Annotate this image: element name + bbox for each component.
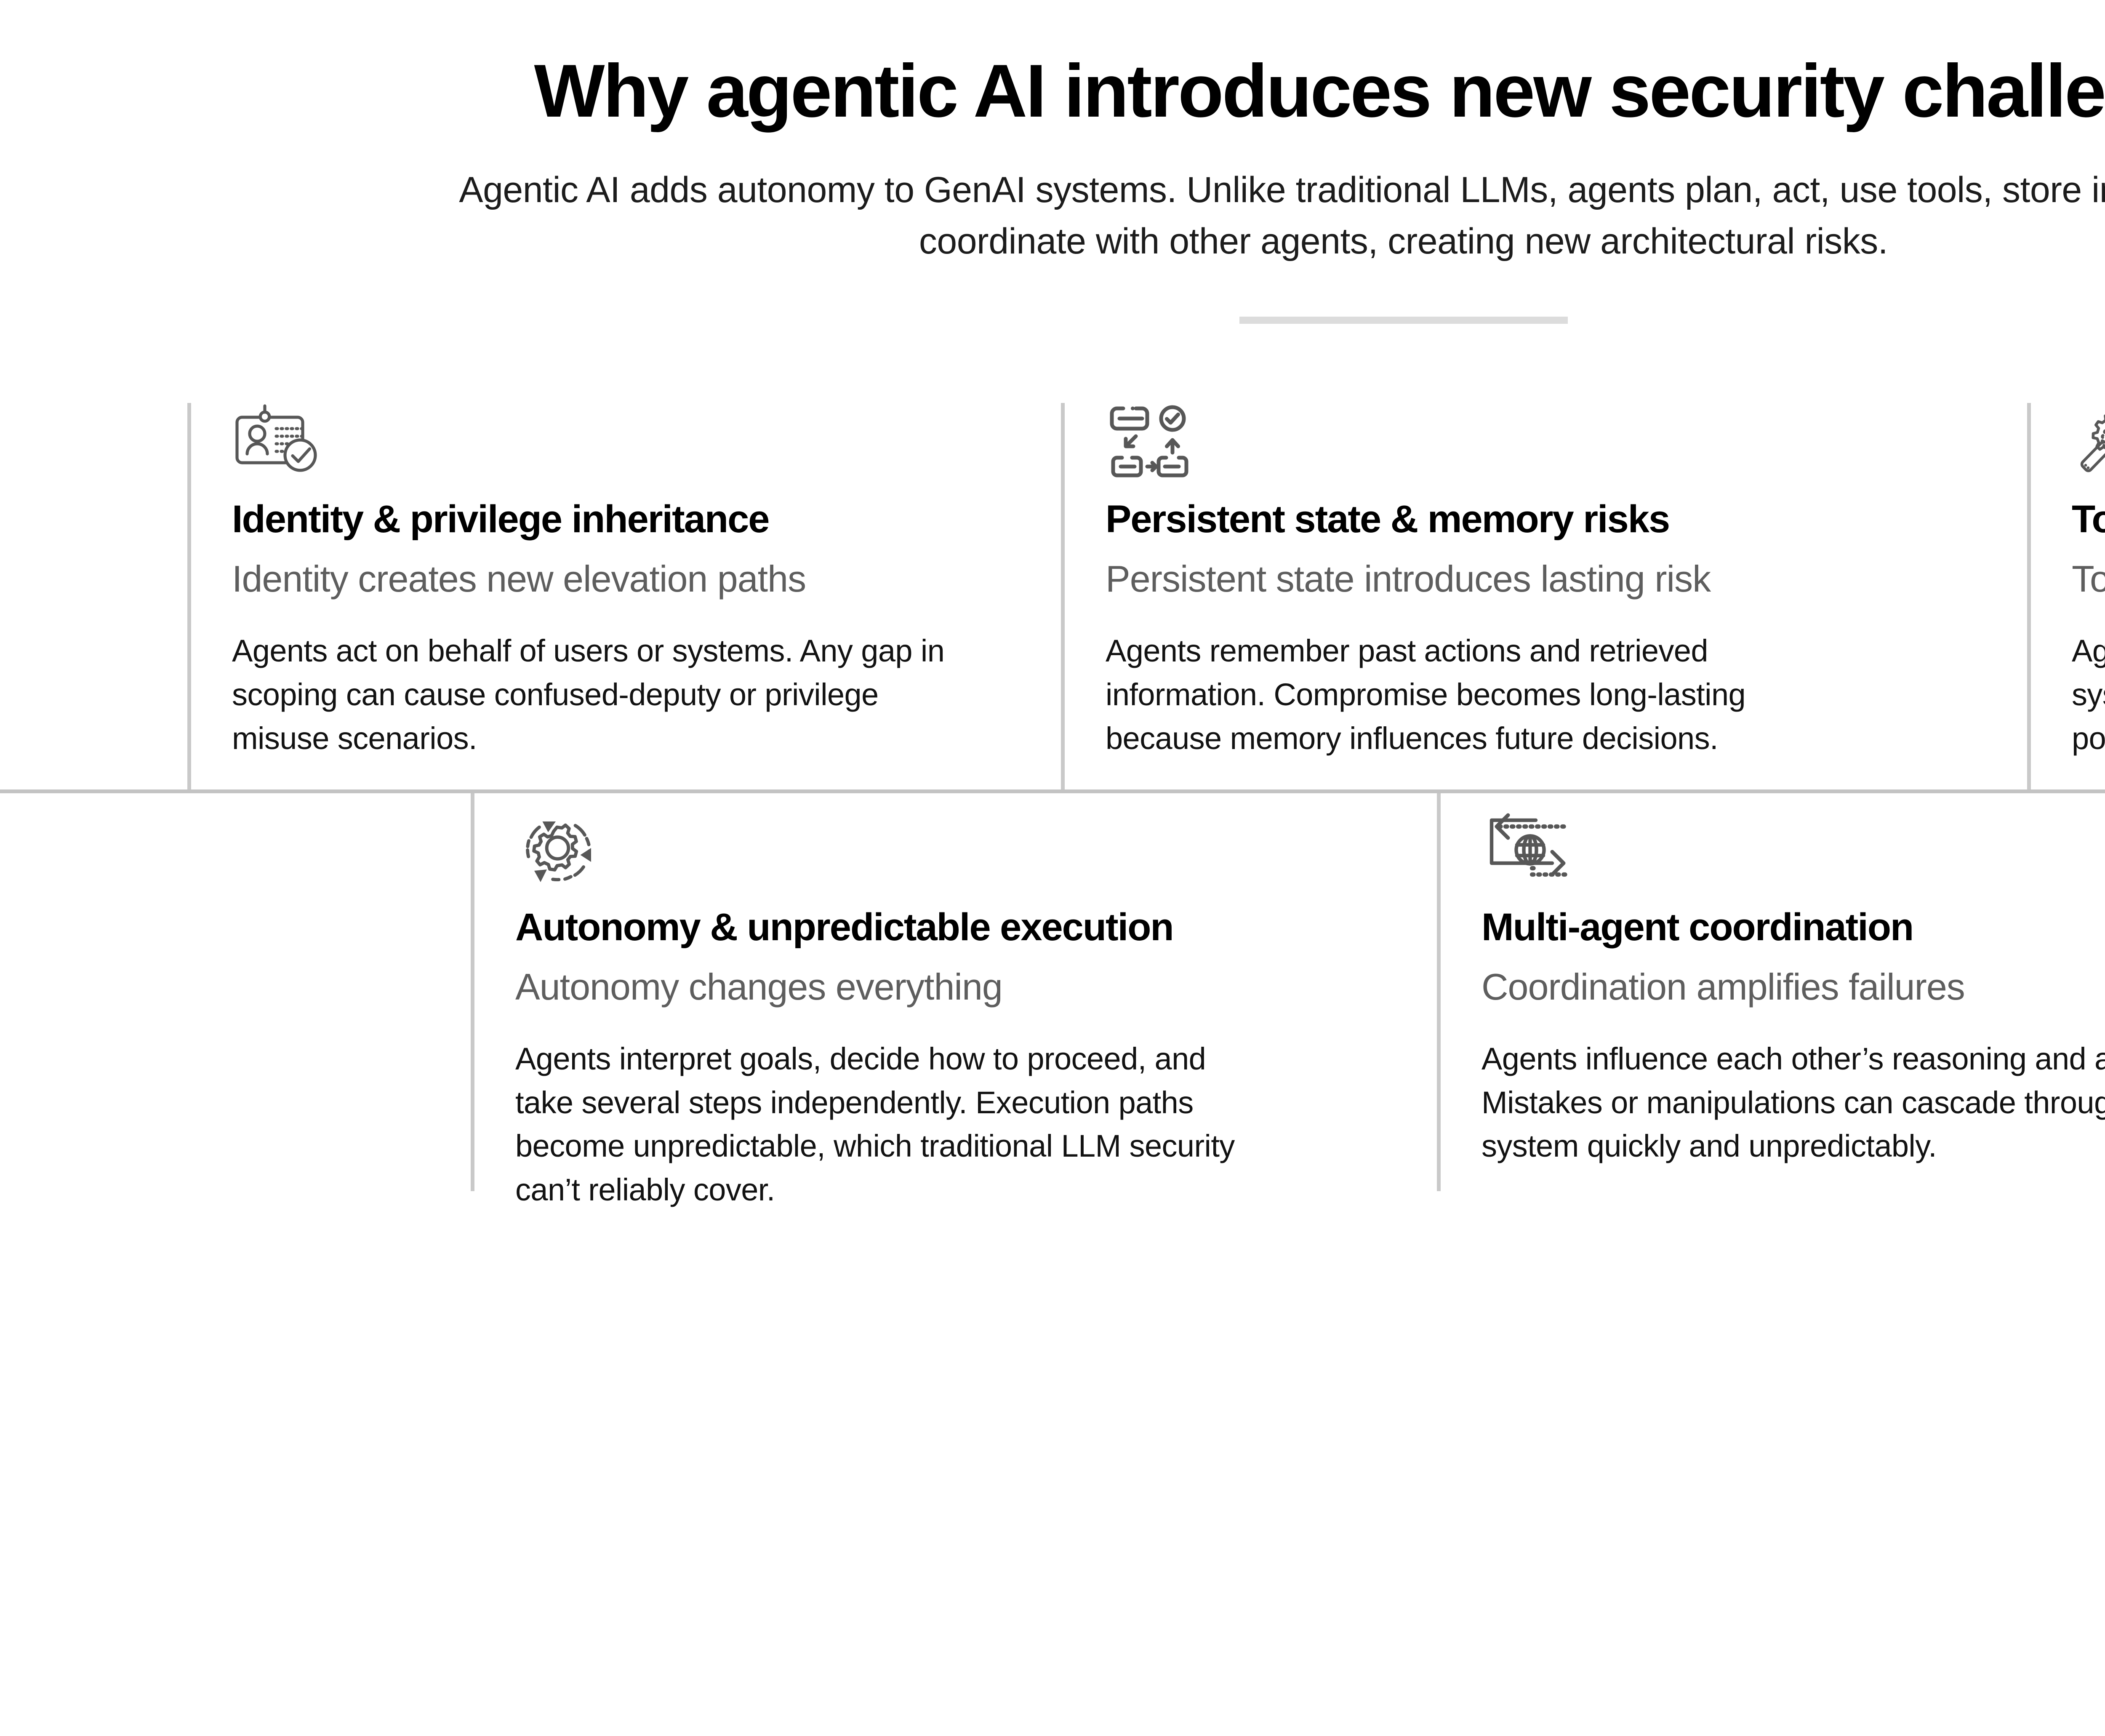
card-subtitle: Coordination amplifies failures (1481, 965, 1965, 1008)
state-workflow-icon (1106, 402, 1194, 478)
row-bottom-spacer (0, 793, 471, 1211)
card-title: Identity & privilege inheritance (232, 498, 770, 541)
globe-exchange-icon (1481, 810, 1570, 886)
card-subtitle: Tool use expands the blast radius (2072, 558, 2105, 600)
row-divider (0, 789, 2105, 794)
card-title: Autonomy & unpredictable execution (515, 906, 1174, 949)
card-tool-use-external-actions: Tool use & external actions Tool use exp… (2027, 378, 2105, 789)
wrench-gears-icon (2072, 402, 2105, 478)
card-title: Tool use & external actions (2072, 498, 2105, 541)
page-subtitle: Agentic AI adds autonomy to GenAI system… (459, 170, 2105, 262)
card-body: Agents remember past actions and retriev… (1106, 633, 1746, 756)
page-title: Why agentic AI introduces new security c… (534, 49, 2105, 133)
card-body: Agents act on behalf of users or systems… (232, 633, 945, 756)
header-divider (1239, 317, 1568, 324)
card-subtitle: Persistent state introduces lasting risk (1106, 558, 1711, 600)
card-identity-privilege-inheritance: Identity & privilege inheritance Identit… (187, 378, 1061, 789)
id-badge-check-icon (232, 402, 320, 478)
card-body: Agents influence each other’s reasoning … (1481, 1041, 2105, 1164)
card-autonomy-unpredictable-execution: Autonomy & unpredictable execution Auton… (471, 793, 1437, 1211)
card-row-top: Identity & privilege inheritance Identit… (0, 378, 2105, 789)
card-subtitle: Autonomy changes everything (515, 965, 1003, 1008)
card-title: Persistent state & memory risks (1106, 498, 1670, 541)
header: Why agentic AI introduces new security c… (0, 0, 2105, 324)
card-body: Agents run code, call APIs, fetch data, … (2072, 633, 2105, 756)
rotating-gear-icon (515, 810, 604, 886)
card-body: Agents interpret goals, decide how to pr… (515, 1041, 1235, 1207)
card-row-bottom: Autonomy & unpredictable execution Auton… (0, 793, 2105, 1211)
card-multi-agent-coordination: Multi-agent coordination Coordination am… (1437, 793, 2105, 1211)
card-persistent-state-memory-risks: Persistent state & memory risks Persiste… (1061, 378, 2027, 789)
card-subtitle: Identity creates new elevation paths (232, 558, 806, 600)
card-title: Multi-agent coordination (1481, 906, 1914, 949)
